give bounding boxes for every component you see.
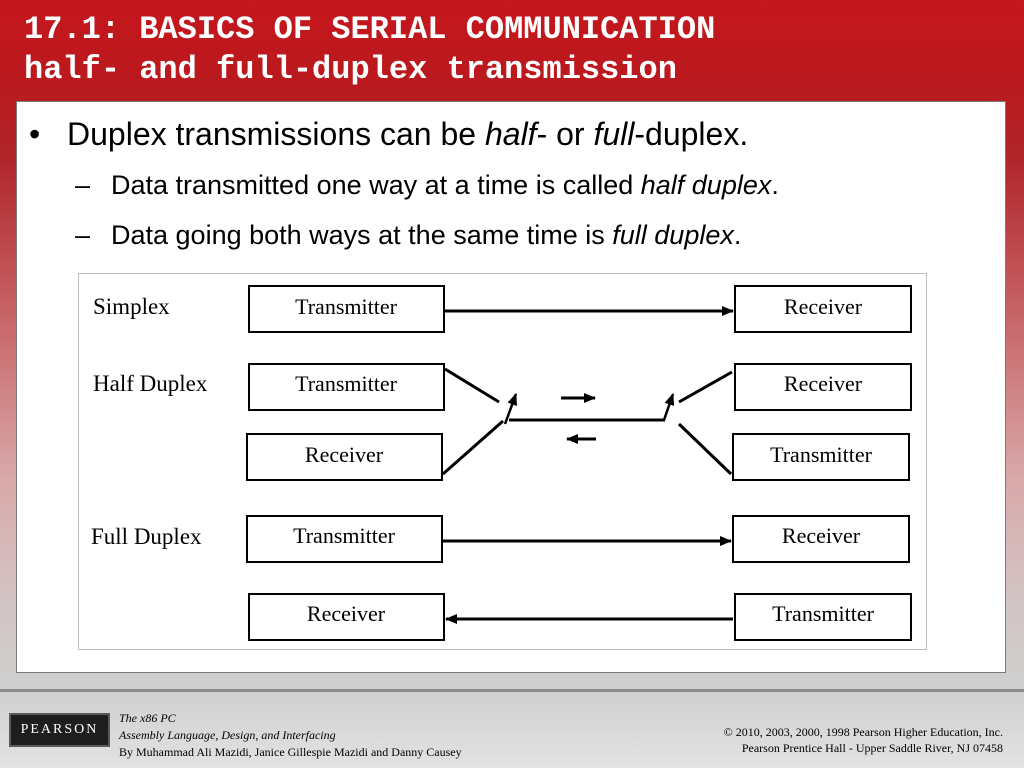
sub-bullet-full: –Data going both ways at the same time i… <box>75 218 741 252</box>
copyright-line-2: Pearson Prentice Hall - Upper Saddle Riv… <box>741 741 1003 755</box>
simplex-receiver-box <box>734 285 912 333</box>
sub-text: Data going both ways at the same time is <box>111 220 613 250</box>
simplex-transmitter-box <box>248 285 445 333</box>
content-panel: • Duplex transmissions can be half- or fu… <box>16 101 1006 673</box>
duplex-diagram: Simplex Transmitter Receiver Half Duplex… <box>78 273 927 650</box>
simplex-label: Simplex <box>93 294 170 319</box>
full-left-transmitter-box <box>246 515 443 563</box>
title-line-2: half- and full-duplex transmission <box>24 51 677 88</box>
full-right-receiver-label: Receiver <box>782 523 861 548</box>
sub-dash: – <box>75 220 91 250</box>
footer-divider <box>0 689 1024 692</box>
bullet-half: half <box>484 116 537 152</box>
bullet-text-1: Duplex transmissions can be <box>67 116 485 152</box>
full-duplex-label: Full Duplex <box>91 524 202 549</box>
book-authors: By Muhammad Ali Mazidi, Janice Gillespie… <box>119 745 462 759</box>
bullet-symbol: • <box>29 116 41 152</box>
diagram-canvas: Simplex Transmitter Receiver Half Duplex… <box>91 285 912 641</box>
sub-emphasis: half duplex <box>640 170 772 200</box>
half-left-receiver-box <box>246 433 443 481</box>
simplex-receiver-label: Receiver <box>784 294 863 319</box>
copyright-line-1: © 2010, 2003, 2000, 1998 Pearson Higher … <box>723 725 1003 739</box>
sub-dash: – <box>75 170 91 200</box>
sub-end: . <box>771 170 779 200</box>
bullet-text-2: - or <box>536 116 594 152</box>
half-duplex-label: Half Duplex <box>93 371 208 396</box>
half-right-transmitter-label: Transmitter <box>770 442 873 467</box>
full-left-receiver-label: Receiver <box>307 601 386 626</box>
slide-title: 17.1: BASICS OF SERIAL COMMUNICATION hal… <box>24 10 715 90</box>
bullet-full: full <box>593 116 635 152</box>
book-info: The x86 PC Assembly Language, Design, an… <box>119 710 462 761</box>
main-bullet: • Duplex transmissions can be half- or fu… <box>29 114 748 154</box>
bullet-text-3: -duplex. <box>634 116 749 152</box>
book-subtitle: Assembly Language, Design, and Interfaci… <box>119 728 336 742</box>
half-right-receiver-label: Receiver <box>784 371 863 396</box>
full-left-receiver-box <box>248 593 445 641</box>
sub-emphasis: full duplex <box>612 220 734 250</box>
title-line-1: 17.1: BASICS OF SERIAL COMMUNICATION <box>24 11 716 48</box>
half-duplex-switch-wiring <box>442 367 733 476</box>
simplex-transmitter-label: Transmitter <box>295 294 398 319</box>
full-left-transmitter-label: Transmitter <box>293 523 396 548</box>
full-right-transmitter-label: Transmitter <box>772 601 875 626</box>
half-right-transmitter-box <box>732 433 910 481</box>
book-title: The x86 PC <box>119 711 176 725</box>
full-right-receiver-box <box>732 515 910 563</box>
sub-bullet-half: –Data transmitted one way at a time is c… <box>75 168 779 202</box>
half-right-receiver-box <box>734 363 912 411</box>
half-left-transmitter-box <box>248 363 445 411</box>
sub-end: . <box>733 220 742 250</box>
half-left-receiver-label: Receiver <box>305 442 384 467</box>
pearson-logo: PEARSON <box>9 713 110 747</box>
sub-text: Data transmitted one way at a time is ca… <box>111 170 641 200</box>
half-left-transmitter-label: Transmitter <box>295 371 398 396</box>
copyright-notice: © 2010, 2003, 2000, 1998 Pearson Higher … <box>724 724 1003 756</box>
full-right-transmitter-box <box>734 593 912 641</box>
